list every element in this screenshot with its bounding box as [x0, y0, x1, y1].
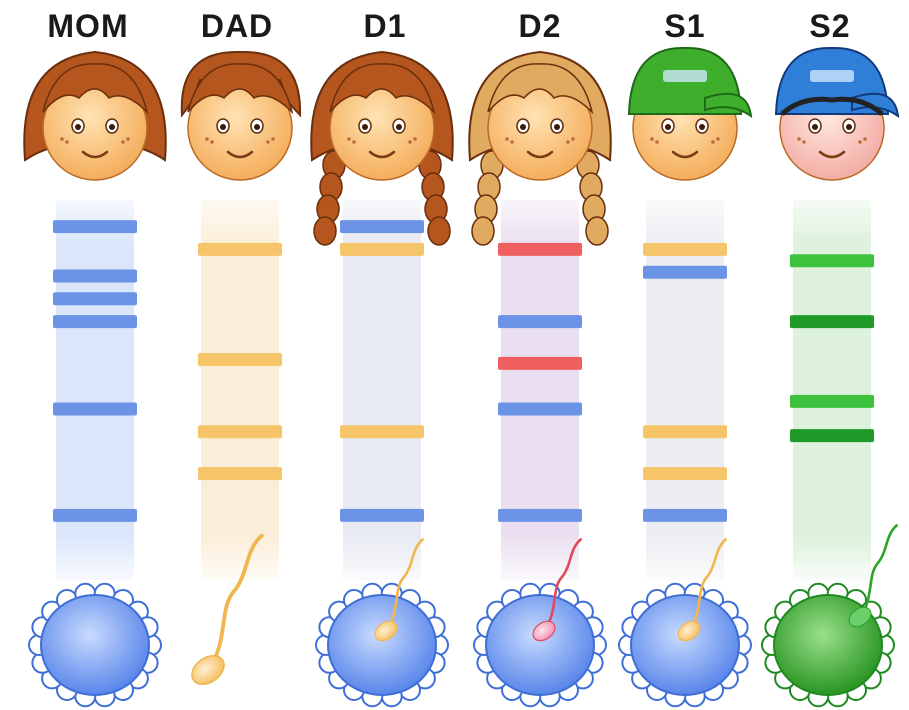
pupil: [699, 124, 705, 130]
dna-band-d2-2: [498, 315, 582, 328]
right-braid: [586, 217, 608, 245]
freckle: [510, 140, 514, 144]
freckle: [266, 140, 270, 144]
freckle: [655, 140, 659, 144]
freckle: [205, 137, 209, 141]
right-braid: [428, 217, 450, 245]
cap-badge: [663, 70, 707, 82]
dna-band-d2-5: [498, 509, 582, 522]
dna-band-s1-5: [643, 509, 727, 522]
freckle: [352, 140, 356, 144]
pupil: [109, 124, 115, 130]
egg-body: [631, 595, 739, 695]
cap-badge: [810, 70, 854, 82]
face-s2: [776, 48, 898, 180]
pupil: [554, 124, 560, 130]
freckle: [210, 140, 214, 144]
pupil: [846, 124, 852, 130]
dna-band-d2-4: [498, 403, 582, 416]
freckle: [271, 137, 275, 141]
freckle: [566, 140, 570, 144]
face-s1: [629, 48, 751, 180]
gel-strip-fade: [201, 200, 279, 580]
freckle: [797, 137, 801, 141]
dna-band-d2-3: [498, 357, 582, 370]
column-s1: [619, 48, 761, 706]
dna-band-s2-1: [790, 254, 874, 267]
pupil: [665, 124, 671, 130]
dna-band-d2-1: [498, 243, 582, 256]
egg-body: [486, 595, 594, 695]
dna-band-mom-1: [53, 220, 137, 233]
pupil: [362, 124, 368, 130]
pupil: [75, 124, 81, 130]
dna-band-s1-1: [643, 243, 727, 256]
pupil: [254, 124, 260, 130]
dna-band-dad-1: [198, 243, 282, 256]
dna-band-s2-4: [790, 429, 874, 442]
dna-band-mom-4: [53, 315, 137, 328]
pupil: [220, 124, 226, 130]
dna-band-s1-4: [643, 467, 727, 480]
column-s2: [762, 48, 909, 706]
dna-band-dad-4: [198, 467, 282, 480]
dna-band-s1-3: [643, 425, 727, 438]
freckle: [711, 140, 715, 144]
dna-band-s1-2: [643, 266, 727, 279]
egg-body: [328, 595, 436, 695]
left-braid: [314, 217, 336, 245]
pupil: [812, 124, 818, 130]
gel-strip-fade: [646, 200, 724, 580]
freckle: [863, 137, 867, 141]
freckle: [650, 137, 654, 141]
left-braid: [472, 217, 494, 245]
freckle: [121, 140, 125, 144]
freckle: [408, 140, 412, 144]
egg-body: [41, 595, 149, 695]
freckle: [858, 140, 862, 144]
column-d1: [311, 52, 458, 706]
gel-strip-fade: [501, 200, 579, 580]
freckle: [571, 137, 575, 141]
column-mom: [24, 52, 165, 706]
face-mom: [24, 52, 165, 180]
freckle: [505, 137, 509, 141]
freckle: [413, 137, 417, 141]
pupil: [520, 124, 526, 130]
dna-band-dad-3: [198, 425, 282, 438]
gel-strip-fade: [343, 200, 421, 580]
freckle: [126, 137, 130, 141]
dna-band-d1-1: [340, 220, 424, 233]
dna-band-s2-2: [790, 315, 874, 328]
freckle: [60, 137, 64, 141]
freckle: [347, 137, 351, 141]
column-d2: [469, 52, 616, 706]
dna-band-d1-2: [340, 243, 424, 256]
dna-band-mom-5: [53, 403, 137, 416]
face-dad: [182, 52, 300, 180]
column-dad: [148, 52, 314, 690]
dna-band-mom-3: [53, 292, 137, 305]
sperm-head: [187, 650, 230, 690]
dna-band-dad-2: [198, 353, 282, 366]
dna-band-d1-3: [340, 425, 424, 438]
freckle: [65, 140, 69, 144]
gel-strip-fade: [56, 200, 134, 580]
freckle: [802, 140, 806, 144]
dna-band-s2-3: [790, 395, 874, 408]
dna-band-d1-4: [340, 509, 424, 522]
freckle: [716, 137, 720, 141]
dna-band-mom-6: [53, 509, 137, 522]
dna-band-mom-2: [53, 270, 137, 283]
pupil: [396, 124, 402, 130]
